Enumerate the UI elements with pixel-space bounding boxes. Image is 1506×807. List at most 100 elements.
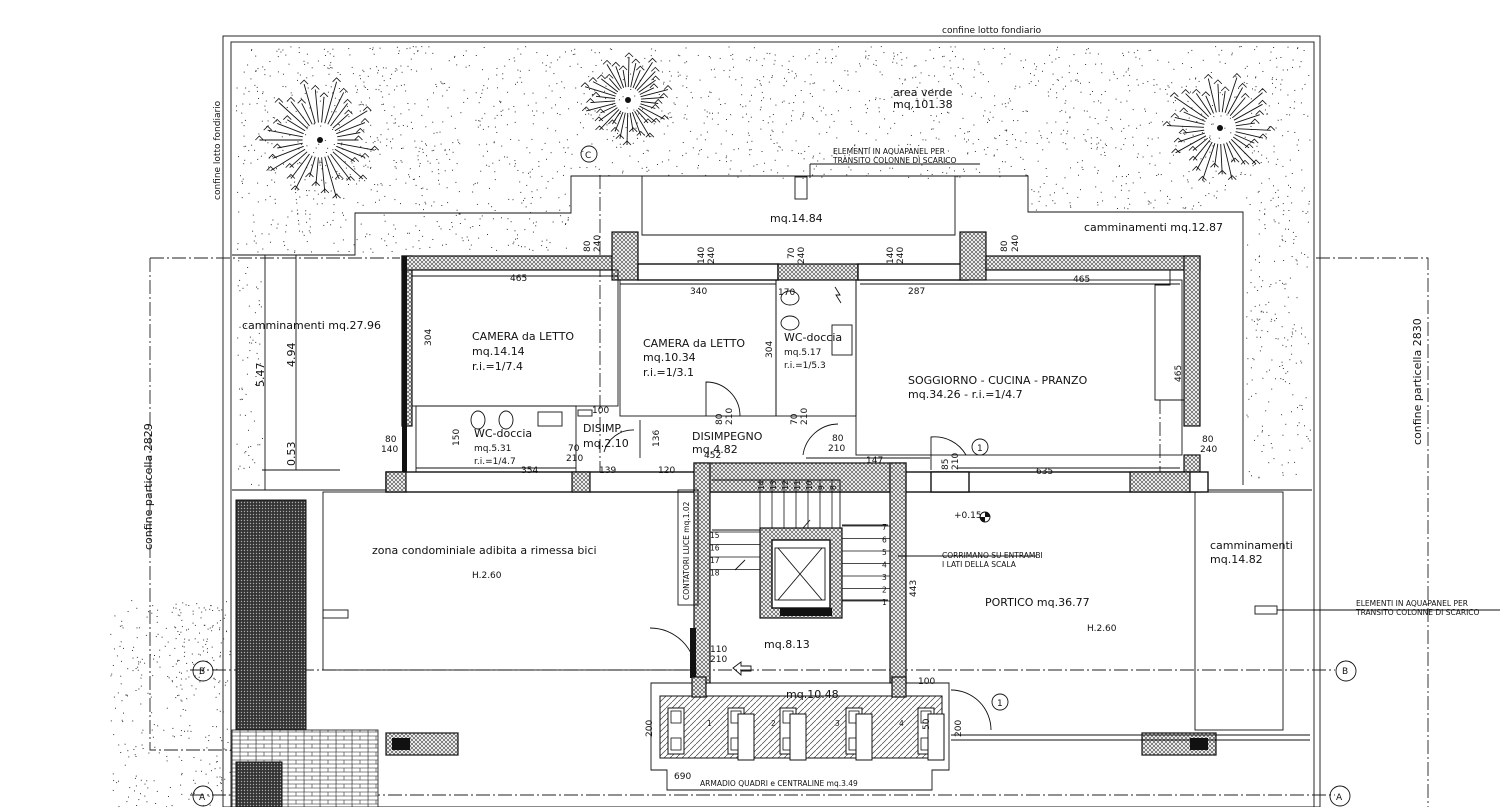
portico-details [809,163,1500,741]
living-area: mq.34.26 - r.i.=1/4.7 [908,388,1023,401]
cabinet-number: 2 [771,719,776,728]
dim-4-94: 4.94 [285,343,298,368]
dim-120: 120 [658,466,675,476]
cabinet-unit [779,707,807,761]
walkway-lower-name: camminamenti [1210,539,1293,552]
tree-symbol-1 [255,77,379,199]
lot-boundary [222,35,1321,807]
step-number: 2 [882,586,887,595]
wc2-ri: r.i.=1/4.7 [474,457,516,467]
left-boundary-label: confine lotto fondiario [213,100,223,200]
dim-150: 150 [452,429,462,446]
parcel-2830-label: confine particella 2830 [1411,318,1424,445]
garden-area: mq.101.38 [893,98,953,111]
north-marker: C [585,151,591,161]
dim-200-a: 200 [645,720,655,737]
marker-one-a: 1 [977,444,983,454]
door-4-height: 210 [828,444,845,454]
living-name: SOGGIORNO - CUCINA - PRANZO [908,374,1088,387]
window-3-height: 240 [797,247,807,264]
handrail-note-1: CORRIMANO SU ENTRAMBI [942,551,1043,560]
dim-354: 354 [521,466,538,476]
step-number: 18 [710,569,720,578]
step-number: 5 [882,548,887,557]
wc1-ri: r.i.=1/5.3 [784,361,826,371]
step-number: 7 [882,523,887,532]
dim-0-53: 0.53 [285,442,298,467]
disimp-area: mq.2.10 [583,437,629,450]
marker-one-b: 1 [997,699,1003,709]
window-1-height: 240 [593,235,603,252]
window-1-width: 80 [583,240,593,252]
dim-690: 690 [674,772,691,782]
cabinet-unit [667,707,685,755]
aquapanel-note-2: TRANSITO COLONNE DI SCARICO [832,156,957,165]
dim-200-b: 200 [954,720,964,737]
door-3-width: 70 [790,413,800,425]
labels: confine lotto fondiario confine lotto fo… [142,26,1480,803]
window-6-width: 80 [385,435,397,445]
dim-5-47: 5.47 [254,363,267,388]
door-5-height: 210 [951,453,961,470]
dim-452: 452 [704,451,721,461]
window-2-width: 140 [697,247,707,264]
section-markers [192,145,1357,807]
disimpegno-area: mq.4.82 [692,443,738,456]
dim-147: 147 [866,456,883,466]
dim-139: 139 [599,466,616,476]
dim-340: 340 [690,287,707,297]
parcel-2829-label: confine particella 2829 [142,423,155,550]
wc1-name: WC-doccia [784,331,842,344]
step-number: 4 [882,561,887,570]
step-number: 1 [882,598,887,607]
door-1-width: 70 [568,444,580,454]
door-2-height: 210 [725,408,735,425]
section-b-right: B [1342,667,1348,677]
top-boundary-label: confine lotto fondiario [942,26,1042,36]
section-a-left: A [199,793,206,803]
dim-635: 635 [1036,467,1053,477]
bedroom2-ri: r.i.=1/3.1 [643,366,694,379]
window-7-height: 240 [1200,445,1217,455]
cabinet-unit [727,707,755,761]
step-number: 3 [882,573,887,582]
section-a-right: A [1336,793,1343,803]
portico-elevation: +0.15 [954,511,982,521]
window-4-height: 240 [896,247,906,264]
walkway-lower-area: mq.14.82 [1210,553,1263,566]
garden-texture [110,46,1311,807]
dim-304-b: 304 [765,341,775,358]
walkway-right-label: camminamenti mq.12.87 [1084,221,1223,234]
cabinet-area: mq.10.48 [786,688,839,701]
cabinet-number: 4 [899,719,904,728]
bike-storage [231,491,1217,807]
door-6-height: 210 [710,655,727,665]
window-4-width: 140 [886,247,896,264]
step-number: 10 [805,480,814,490]
dim-100: 100 [592,406,609,416]
bedroom1-area: mq.14.14 [472,345,525,358]
walkway-left-label: camminamenti mq.27.96 [242,319,381,332]
step-number: 6 [882,536,887,545]
aquapanel-note-right-2: TRANSITO COLONNE DI SCARICO [1355,608,1480,617]
portico-height: H.2.60 [1087,624,1117,634]
dim-50: 50 [922,718,932,730]
dim-287: 287 [908,287,925,297]
door-6-width: 110 [710,645,727,655]
step-number: 13 [769,480,778,490]
disimp-name: DISIMP. [583,422,623,435]
dim-465-c: 465 [1174,365,1184,382]
step-number: 14 [757,480,766,490]
terrace-area: mq.14.84 [770,212,823,225]
handrail-note-2: I LATI DELLA SCALA [942,560,1017,569]
tree-symbol-3 [1162,73,1276,181]
window-5-width: 80 [1000,240,1010,252]
bedroom2-area: mq.10.34 [643,351,696,364]
step-number: 11 [793,480,802,490]
tree-symbols [255,52,1276,199]
window-3-width: 70 [787,247,797,259]
portico-name: PORTICO mq.36.77 [985,596,1090,609]
door-4-width: 80 [832,434,844,444]
